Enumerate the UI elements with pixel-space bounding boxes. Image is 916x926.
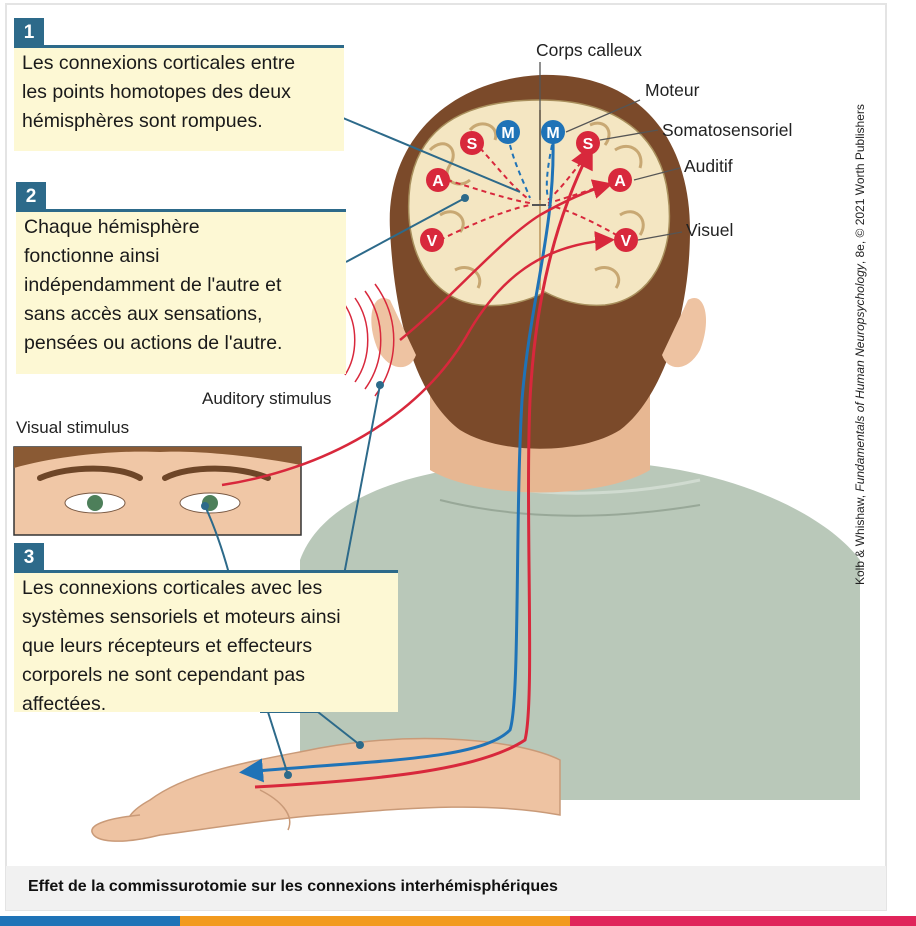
marker-a-right: A [608, 168, 632, 192]
left-eyebrow [37, 465, 143, 481]
callout-3-line-1: Les connexions corticales avec les [22, 577, 323, 599]
label-visual-stimulus: Visual stimulus [16, 418, 130, 437]
stripe-red [570, 916, 916, 926]
marker-a-left: A [426, 168, 450, 192]
credit-rest: , 8e, © 2021 Worth Publishers [853, 104, 867, 265]
stripe-orange [180, 916, 570, 926]
svg-text:S: S [583, 136, 594, 153]
callout-3-line-3: que leurs récepteurs et effecteurs [22, 635, 313, 657]
callout-3-line-5: affectées. [22, 693, 107, 715]
callout-1-line-3: hémisphères sont rompues. [22, 110, 263, 132]
thumb-line [259, 789, 291, 831]
label-motor: Moteur [645, 80, 700, 100]
callout-2-line-3: indépendamment de l'autre et [24, 274, 282, 296]
callout-2-line-2: fonctionne ainsi [24, 245, 160, 267]
stripe-blue [0, 916, 180, 926]
callout-3: Les connexions corticales avec les systè… [14, 570, 398, 715]
callout-2: Chaque hémisphère fonctionne ainsi indép… [16, 209, 346, 374]
marker-s-right: S [576, 131, 600, 155]
svg-text:V: V [427, 233, 438, 250]
svg-text:A: A [614, 173, 626, 190]
callout-1: Les connexions corticales entre les poin… [14, 45, 344, 151]
callout-3-number: 3 [14, 543, 44, 573]
svg-text:V: V [621, 233, 632, 250]
callout-2-line-4: sans accès aux sensations, [24, 303, 263, 325]
callout-2-line-5: pensées ou actions de l'autre. [24, 332, 283, 354]
figure-caption: Effet de la commissurotomie sur les conn… [28, 878, 558, 895]
label-auditory-stimulus: Auditory stimulus [202, 389, 332, 408]
right-ear [662, 298, 707, 368]
marker-v-right: V [614, 228, 638, 252]
label-corpus-callosum: Corps calleux [536, 40, 643, 60]
shirt [300, 460, 860, 800]
label-auditory: Auditif [684, 156, 733, 176]
face-inset [13, 446, 302, 536]
label-visual: Visuel [686, 220, 734, 240]
callout-2-line-1: Chaque hémisphère [24, 216, 200, 238]
marker-m-left: M [496, 120, 520, 144]
marker-m-right: M [541, 120, 565, 144]
somatosensory-pathway [254, 144, 593, 789]
arm-hand [127, 737, 561, 837]
callout-1-line-2: les points homotopes des deux [22, 81, 291, 103]
visual-pathway [221, 231, 615, 487]
fingers [91, 814, 161, 842]
callout-3-line-2: systèmes sensoriels et moteurs ainsi [22, 606, 341, 628]
left-iris [87, 495, 103, 511]
credit-authors: Kolb & Whishaw, [853, 491, 867, 585]
caption-band [6, 866, 886, 910]
svg-text:A: A [432, 173, 444, 190]
right-eyebrow [162, 465, 271, 481]
callout-1-line-1: Les connexions corticales entre [22, 52, 296, 74]
credit-book: Fundamentals of Human Neuropsychology [853, 264, 867, 492]
callout-3-line-4: corporels ne sont cependant pas [22, 664, 305, 686]
leader-dots [201, 194, 469, 779]
cut-commissures-blue [509, 144, 553, 199]
auditory-pathway [399, 179, 613, 341]
svg-text:M: M [546, 125, 559, 142]
callout-2-number: 2 [16, 182, 46, 212]
face-hair [14, 447, 301, 468]
label-somatosensory: Somatosensoriel [662, 120, 793, 140]
motor-pathway [239, 139, 555, 783]
marker-v-left: V [420, 228, 444, 252]
publisher-credit: Kolb & Whishaw, Fundamentals of Human Ne… [853, 104, 867, 585]
callout-1-number: 1 [14, 18, 44, 48]
svg-text:M: M [501, 125, 514, 142]
marker-s-left: S [460, 131, 484, 155]
shirt-fold [439, 499, 701, 517]
svg-text:S: S [467, 136, 478, 153]
label-leaders [539, 62, 683, 241]
